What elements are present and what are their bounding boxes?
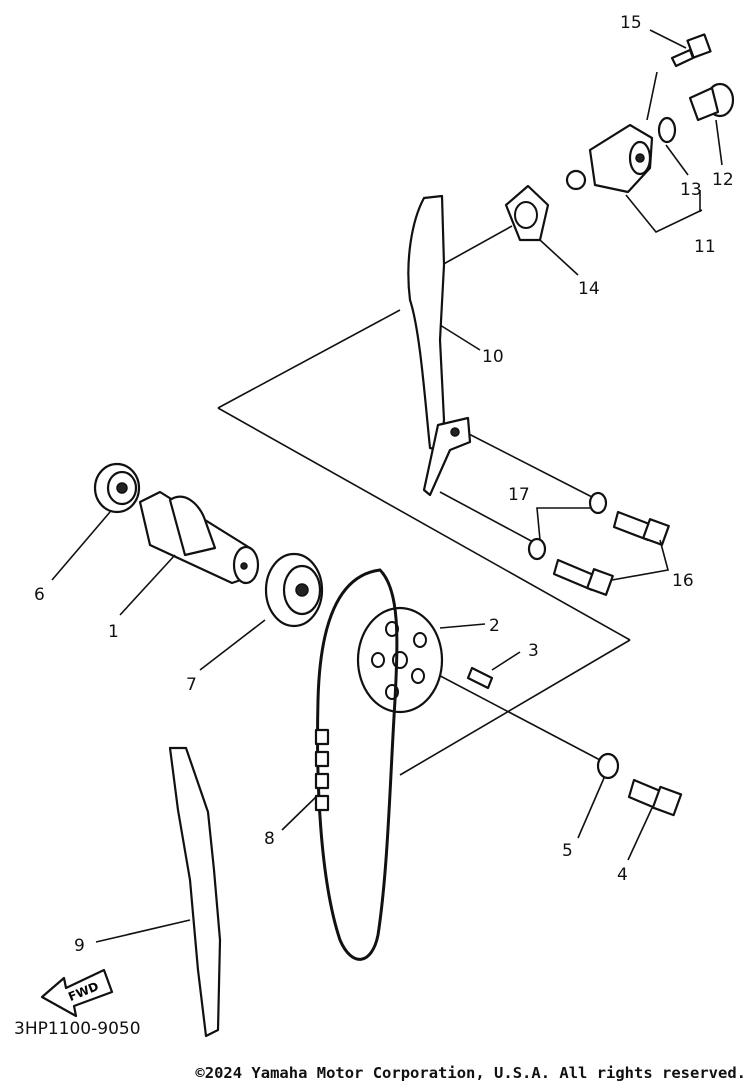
tensioner-end-bolt: [688, 82, 735, 122]
forward-arrow-icon: FWD: [40, 968, 114, 1018]
chain-guide-exhaust: [407, 194, 472, 497]
callout-13: 13: [680, 180, 702, 200]
callout-14: 14: [578, 279, 600, 299]
camshaft-bearing-right: [264, 552, 324, 628]
callout-12: 12: [712, 170, 734, 190]
camshaft-bearing-left: [93, 462, 141, 514]
callout-15: 15: [620, 13, 642, 33]
cam-chain: [316, 568, 399, 961]
callout-1: 1: [108, 622, 119, 642]
tensioner-washer: [657, 116, 677, 144]
chain-guide-intake: [168, 746, 222, 1038]
callout-9: 9: [74, 936, 85, 956]
callout-10: 10: [482, 347, 504, 367]
callout-8: 8: [264, 829, 275, 849]
callout-17: 17: [508, 485, 530, 505]
copyright-notice: ©2024 Yamaha Motor Corporation, U.S.A. A…: [195, 1064, 746, 1082]
cam-chain-links: [314, 728, 330, 812]
cam-chain-tensioner: [565, 123, 654, 194]
sprocket-dowel-pin: [466, 666, 494, 690]
callout-6: 6: [34, 585, 45, 605]
assembly-reference-lines: [217, 225, 631, 776]
callout-3: 3: [528, 641, 539, 661]
tensioner-cap-bolt: [670, 33, 712, 68]
sprocket-bolt: [627, 778, 683, 817]
tensioner-gasket: [504, 184, 550, 242]
callout-2: 2: [489, 616, 500, 636]
callout-5: 5: [562, 841, 573, 861]
callout-7: 7: [186, 675, 197, 695]
callout-4: 4: [617, 865, 628, 885]
diagram-part-code: 3HP1100-9050: [14, 1019, 141, 1039]
camshaft: [138, 490, 260, 585]
guide-bolt-upper: [612, 510, 670, 546]
guide-washer-lower: [527, 537, 547, 561]
guide-bolt-lower: [552, 558, 614, 596]
sprocket-washer: [596, 752, 620, 780]
callout-11: 11: [694, 237, 716, 257]
cam-sprocket: [356, 606, 444, 714]
guide-washer-upper: [588, 491, 608, 515]
callout-16: 16: [672, 571, 694, 591]
